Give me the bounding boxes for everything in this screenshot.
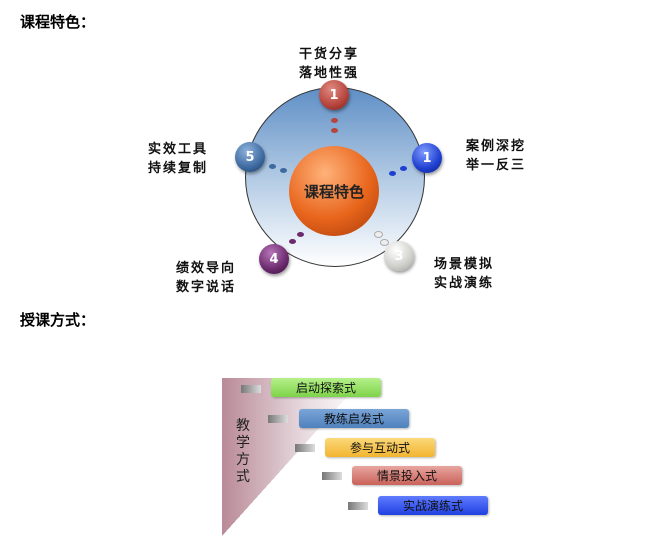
methods-heading: 授课方式： [20, 311, 96, 329]
arrow-icon [241, 385, 261, 393]
features-heading: 课程特色： [20, 13, 96, 31]
label-right: 案例深挖举一反三 [466, 137, 526, 175]
connector-dot [400, 166, 407, 171]
label-char: 方 [236, 452, 250, 468]
connector-dot [374, 231, 383, 238]
connector-dot [389, 171, 396, 176]
label-line: 落地性强 [299, 66, 360, 81]
step-box: 情景投入式 [352, 466, 462, 485]
connector-dot [297, 232, 304, 237]
step-box: 实战演练式 [378, 496, 488, 515]
node-3: 3 [384, 241, 414, 271]
label-bottom-right: 场景模拟实战演练 [434, 255, 494, 293]
connector-dot [331, 128, 338, 133]
node-5: 5 [235, 142, 265, 172]
label-line: 场景模拟 [434, 257, 495, 272]
label-char: 教 [236, 418, 250, 434]
label-bottom-left: 绩效导向数字说话 [176, 259, 236, 297]
step-box: 教练启发式 [299, 409, 409, 428]
connector-dot [269, 164, 276, 169]
label-char: 式 [236, 469, 250, 485]
connector-dot [380, 239, 389, 246]
label-line: 绩效导向 [176, 261, 237, 276]
triangle-background [222, 378, 364, 536]
arrow-icon [295, 444, 315, 452]
label-line: 举一反三 [466, 158, 527, 173]
arrow-icon [348, 502, 368, 510]
center-sphere: 课程特色 [289, 146, 379, 236]
node-1-top: 1 [319, 80, 349, 110]
label-line: 持续复制 [148, 161, 209, 176]
arrow-icon [322, 472, 342, 480]
label-line: 实战演练 [434, 276, 495, 291]
methods-label: 教 学 方 式 [236, 418, 252, 486]
label-top: 干货分享落地性强 [299, 45, 359, 83]
label-char: 学 [236, 435, 250, 451]
label-left: 实效工具持续复制 [148, 140, 208, 178]
step-box: 参与互动式 [325, 438, 435, 457]
connector-dot [289, 239, 296, 244]
label-line: 案例深挖 [466, 139, 527, 154]
connector-dot [331, 118, 338, 123]
arrow-icon [268, 415, 288, 423]
label-line: 干货分享 [299, 47, 360, 62]
step-box: 启动探索式 [271, 378, 381, 397]
connector-dot [280, 168, 287, 173]
label-line: 实效工具 [148, 142, 209, 157]
node-4: 4 [259, 244, 289, 274]
label-line: 数字说话 [176, 280, 237, 295]
node-1-right: 1 [412, 143, 442, 173]
